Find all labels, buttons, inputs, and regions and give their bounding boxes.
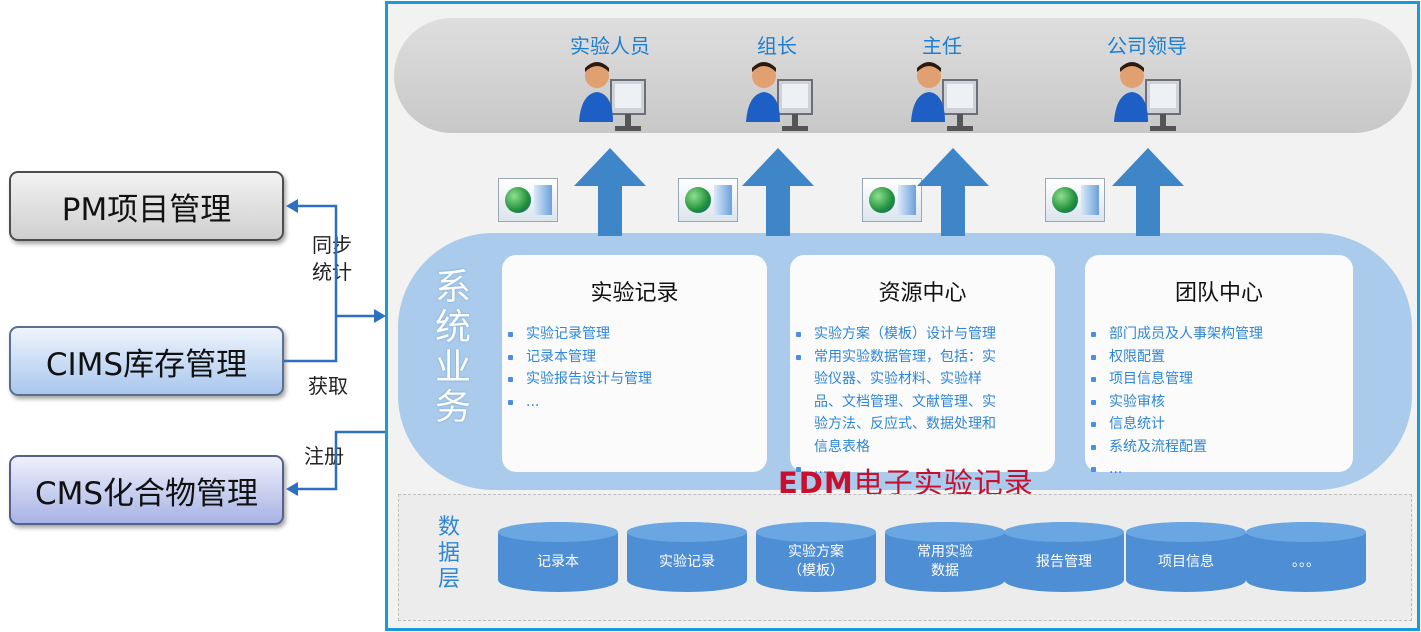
card-item: 权限配置 (1085, 346, 1353, 369)
user-computer-icon (579, 62, 646, 131)
card-item: 验方法、反应式、数据处理和 (814, 416, 996, 432)
card-experiment-record: 实验记录 实验记录管理 记录本管理 实验报告设计与管理 ... (502, 255, 767, 472)
card-title: 资源中心 (878, 281, 967, 306)
card-item: 系统及流程配置 (1085, 436, 1353, 459)
card-item: 记录本管理 (502, 346, 767, 369)
user-roles-band (394, 18, 1412, 133)
web-browser-icon (498, 178, 558, 222)
card-item: 信息统计 (1085, 413, 1353, 436)
card-item: 部门成员及人事架构管理 (1085, 323, 1353, 346)
web-browser-icon (678, 178, 738, 222)
arrowhead-icon (286, 199, 298, 213)
user-computer-icon (911, 62, 978, 131)
card-item: ... (790, 458, 1055, 481)
web-browser-icon (1045, 178, 1105, 222)
card-item: ... (1085, 458, 1353, 481)
card-item: 项目信息管理 (1085, 368, 1353, 391)
card-item: 常用实验数据管理，包括：实 (790, 346, 1055, 369)
card-item: 实验审核 (1085, 391, 1353, 414)
sync-stat-label: 同步 统计 (312, 233, 352, 284)
role-label-director: 主任 (922, 34, 962, 58)
role-label-team-lead: 组长 (757, 34, 797, 58)
data-layer-title: 数 据 层 (437, 515, 460, 592)
role-label-experimenter: 实验人员 (570, 34, 650, 58)
card-item: ... (502, 391, 767, 414)
card-item: 验仪器、实验材料、实验样 (814, 371, 982, 387)
role-label-company-leader: 公司领导 (1107, 34, 1187, 58)
card-item: 信息表格 (814, 438, 870, 455)
fetch-label: 获取 (308, 374, 348, 398)
card-team-center: 团队中心 部门成员及人事架构管理 权限配置 项目信息管理 实验审核 信息统计 系… (1085, 255, 1353, 477)
business-layer-title: 系 统 业 务 (434, 267, 471, 428)
card-resource-center: 资源中心 实验方案（模板）设计与管理 常用实验数据管理，包括：实 验仪器、实验材… (790, 255, 1055, 477)
db-cylinder-more: 。。。 (1246, 522, 1366, 592)
db-cylinder-common-data: 常用实验 数据 (885, 522, 1005, 592)
db-cylinder-experiment-record: 实验记录 (627, 522, 747, 592)
cims-inventory-management-box: CIMS库存管理 (9, 326, 284, 396)
web-browser-icon (862, 178, 922, 222)
db-cylinder-report-management: 报告管理 (1004, 522, 1124, 592)
user-computer-icon (1114, 62, 1181, 131)
card-item: 实验记录管理 (502, 323, 767, 346)
card-title: 实验记录 (590, 281, 679, 306)
card-item: 实验报告设计与管理 (502, 368, 767, 391)
card-item: 实验方案（模板）设计与管理 (790, 323, 1055, 346)
db-cylinder-experiment-template: 实验方案 （模板） (756, 522, 876, 592)
db-cylinder-notebook: 记录本 (498, 522, 618, 592)
card-item: 品、文档管理、文献管理、实 (814, 393, 996, 410)
arrowhead-icon (286, 482, 298, 496)
pm-project-management-box: PM项目管理 (9, 171, 284, 241)
card-title: 团队中心 (1174, 281, 1263, 306)
cms-compound-management-box: CMS化合物管理 (9, 455, 284, 525)
user-computer-icon (746, 62, 813, 131)
register-label: 注册 (304, 444, 344, 468)
db-cylinder-project-info: 项目信息 (1126, 522, 1246, 592)
